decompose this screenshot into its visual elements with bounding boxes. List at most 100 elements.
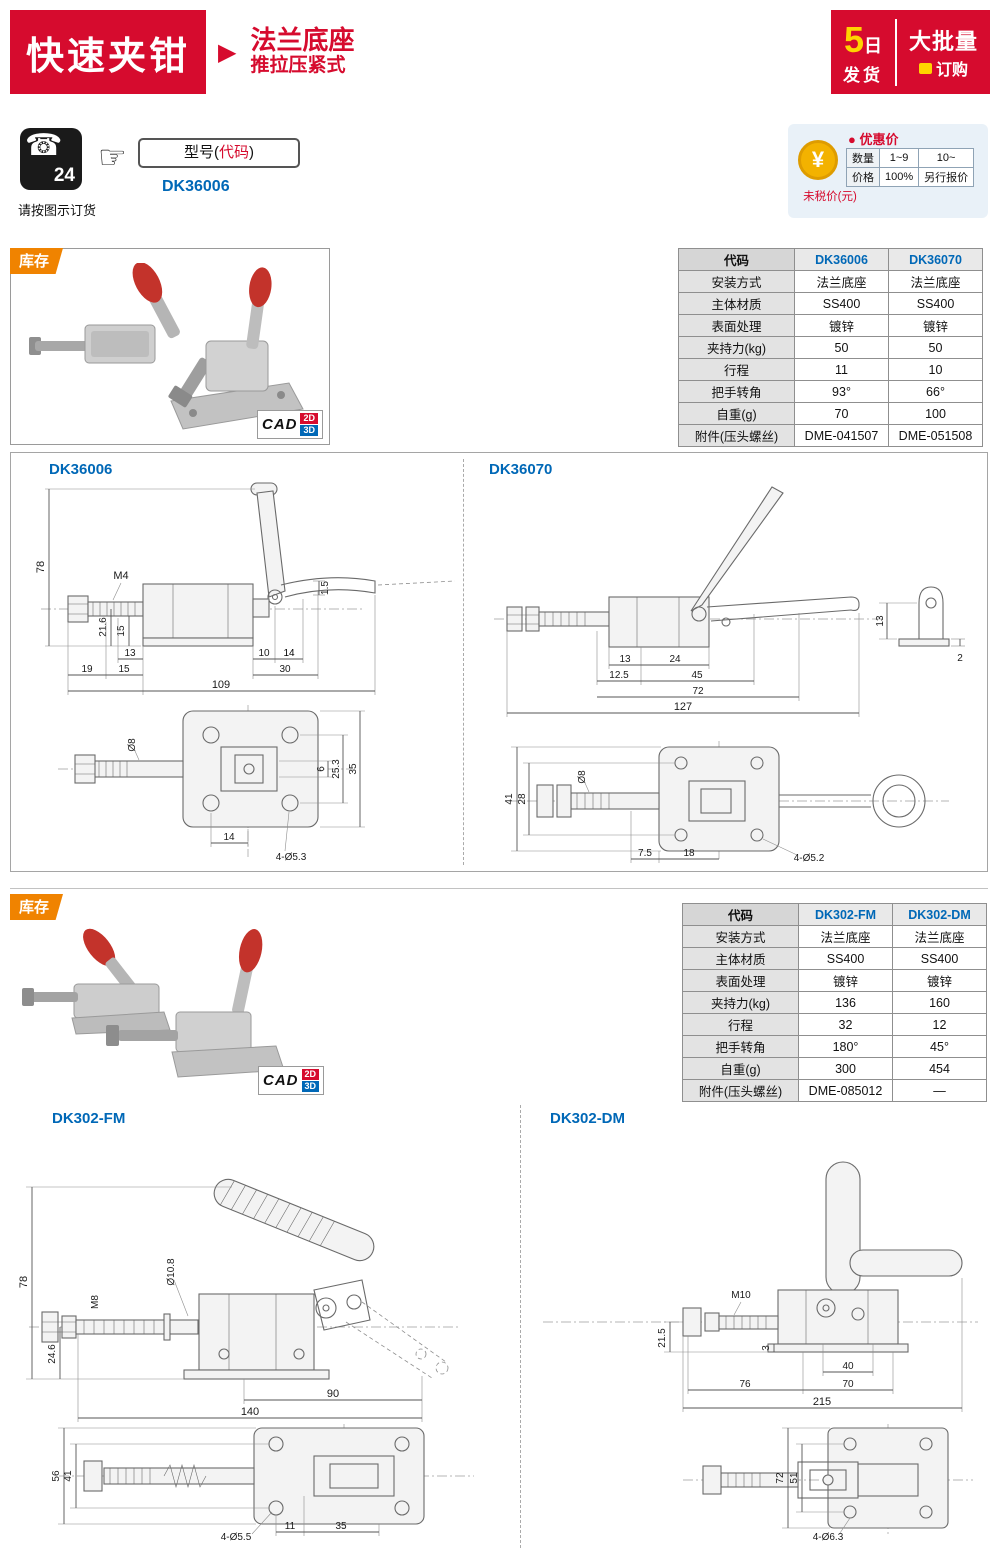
cad-2d-tag: 2D [300,413,318,424]
drawing-title-dk302fm[interactable]: DK302-FM [52,1110,126,1127]
spec-value: 93° [794,380,889,403]
dim-label: Ø8 [577,770,588,784]
product-code-link[interactable]: DK36006 [794,248,889,271]
spec-value: 法兰底座 [798,925,893,948]
dim-label: 70 [842,1379,854,1390]
spec-value: 32 [798,1013,893,1036]
spec-value: 法兰底座 [888,270,983,293]
price-row-label: 价格 [846,167,880,187]
bulk-order-badge: 大批量 订购 [909,24,978,80]
spec-value: 50 [888,336,983,359]
dim-label: 72 [692,686,704,697]
drawing-dk302fm: 78 M8 Ø10.8 24.6 90 140 [18,1178,474,1542]
product-code-link[interactable]: DK36070 [888,248,983,271]
discount-price-text: 优惠价 [859,132,899,147]
dim-label: M4 [113,570,128,582]
cad-badge[interactable]: CAD 2D 3D [258,1066,325,1095]
dk36006-bottom-view [58,705,353,857]
spec-row-label: 主体材质 [678,292,795,315]
spec-value: 镀锌 [798,969,893,992]
cad-badge[interactable]: CAD 2D 3D [256,410,323,439]
product-photo-box-2 [14,912,314,1087]
cad-formats: 2D 3D [300,413,318,436]
drawing-title-dk36006[interactable]: DK36006 [49,461,113,478]
discount-price-title: ● 优惠价 [848,129,899,148]
dim-label: 78 [18,1276,30,1288]
spec-row-label: 安装方式 [682,925,799,948]
dim-label: 14 [223,832,235,843]
delivery-top: 5日 [843,19,883,61]
dk302fm-side-view [29,1178,459,1380]
product-photo-1 [29,263,304,430]
model-label-code: 代码 [218,144,249,161]
spec-value: 454 [892,1057,987,1080]
dk302dm-side-view [543,1161,978,1353]
spec-value: 镀锌 [892,969,987,992]
dim-label: 13 [619,654,631,665]
dim-label: 15 [118,664,130,675]
dim-label: 14 [283,648,295,659]
spec-value: 50 [794,336,889,359]
price-row-label: 数量 [846,148,880,168]
delivery-badge: 5日 发货 [843,18,897,86]
dk36070-bottom-dimensions: 41 28 Ø8 7.5 18 4-Ø5.2 [504,746,825,864]
product-photo-2 [22,928,285,1078]
dk302fm-side-dimensions: 78 M8 Ø10.8 24.6 90 140 [18,1186,423,1422]
dim-label: M10 [731,1290,751,1301]
drawing-divider [520,1105,521,1548]
dim-label: 30 [279,664,291,675]
spec-row-label: 夹持力(kg) [682,991,799,1014]
dk302dm-bottom-dimensions: 72 51 4-Ø6.3 [775,1427,851,1542]
dim-label: 4-Ø6.3 [813,1532,844,1542]
photo1-clamp-right [168,267,304,430]
dim-label: 215 [813,1396,831,1408]
spec-value: 法兰底座 [892,925,987,948]
tax-note: 未税价(元) [803,191,857,203]
dim-label: 3 [761,1345,772,1351]
dim-label: 4-Ø5.3 [276,852,307,863]
spec-value: SS400 [892,947,987,970]
dk36070-side-dimensions: 13 24 12.5 45 72 127 [506,613,860,717]
bullet-icon: ● [848,132,856,147]
dk302dm-bottom-view [683,1424,973,1534]
yen-coin-icon: ¥ [798,140,838,180]
spec-row-label: 表面处理 [678,314,795,337]
product-code-link[interactable]: DK302-FM [798,903,893,926]
arrow-right-icon: ▶ [218,38,237,66]
dk302dm-side-dimensions: M10 21.5 3 40 76 70 215 [657,1278,963,1412]
model-code-link[interactable]: DK36006 [162,178,230,195]
header-subtitles: 法兰底座 推拉压紧式 [250,26,354,77]
order-note: 请按图示订货 [17,203,96,218]
product-code-link[interactable]: DK302-DM [892,903,987,926]
drawing-dk36070: 13 2 13 24 12.5 [494,486,965,864]
pointing-hand-icon: ☞ [98,139,127,175]
header-subtitle-area: ▶ 法兰底座 推拉压紧式 [206,10,831,94]
dim-label: 35 [335,1521,347,1532]
dim-label: M8 [90,1295,101,1309]
telephone-icon: ☎ [25,129,63,162]
dk36070-bracket-detail: 13 2 [875,586,965,664]
dim-label: 28 [517,793,528,805]
spec-value: SS400 [888,292,983,315]
order-form-icon [918,62,932,74]
drawing-title-dk302dm[interactable]: DK302-DM [550,1110,626,1127]
header-badges: 5日 发货 大批量 订购 [831,10,990,94]
bulk-order-bottom: 订购 [909,56,978,80]
drawing-title-dk36070[interactable]: DK36070 [489,461,553,478]
spec-row-label: 自重(g) [682,1057,799,1080]
model-label-pre: 型号( [183,144,219,161]
drawing-area-1: DK36006 DK36070 [10,452,988,872]
spec-row-label: 把手转角 [678,380,795,403]
cad-label: CAD [263,1072,299,1089]
dim-label: 2 [957,653,963,664]
dim-label: 109 [212,679,230,691]
dim-label: 10 [258,648,270,659]
dim-label: 72 [775,1472,786,1484]
spec-row-label: 夹持力(kg) [678,336,795,359]
dim-label: 13 [875,615,886,627]
dim-label: 21.6 [98,617,109,637]
dim-label: 45 [691,670,703,681]
delivery-day-char: 日 [864,35,882,56]
phone-24-label: 24 [53,165,75,186]
